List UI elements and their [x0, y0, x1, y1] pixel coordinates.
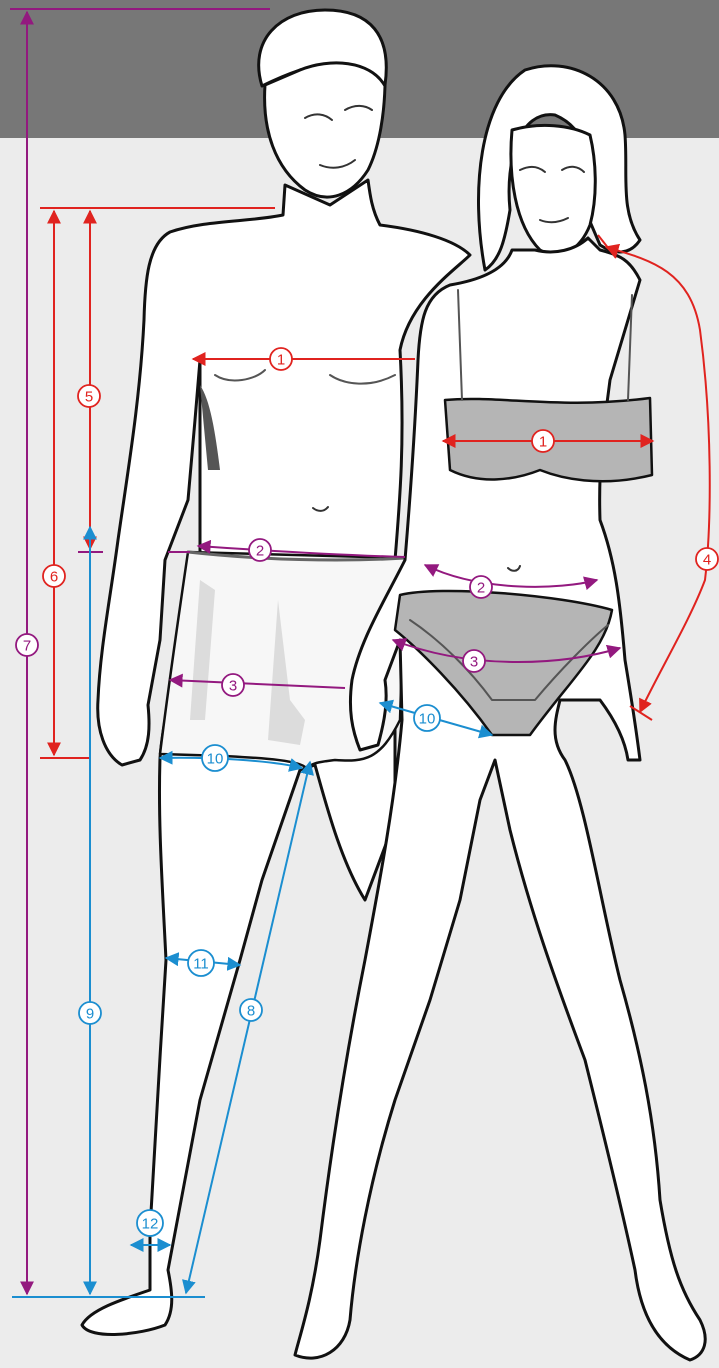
measurement-badge-man-10: 10: [202, 745, 228, 771]
badge-number: 11: [193, 956, 209, 973]
badge-number: 1: [277, 352, 285, 369]
badge-number: 2: [477, 580, 485, 597]
badge-number: 3: [229, 678, 237, 695]
measurement-badge-woman-4: 4: [696, 548, 718, 570]
measurement-badge-left-6: 6: [43, 565, 65, 587]
measurement-badge-man-8: 8: [240, 999, 262, 1021]
badge-number: 4: [703, 552, 711, 569]
measurement-badge-woman-1: 1: [532, 430, 554, 452]
badge-number: 10: [419, 711, 436, 728]
measurement-badge-man-11: 11: [188, 950, 214, 976]
badge-number: 10: [207, 751, 224, 768]
badge-number: 2: [256, 543, 264, 560]
measurement-badge-left-5: 5: [78, 385, 100, 407]
badge-number: 5: [85, 389, 93, 406]
badge-number: 7: [23, 638, 31, 655]
measurement-badge-woman-2: 2: [470, 576, 492, 598]
badge-number: 9: [86, 1006, 94, 1023]
measurement-badge-woman-10: 10: [414, 705, 440, 731]
measurement-badge-left-9: 9: [79, 1002, 101, 1024]
badge-number: 8: [247, 1003, 255, 1020]
measurement-badge-man-3: 3: [222, 674, 244, 696]
measurement-badge-woman-3: 3: [463, 650, 485, 672]
measurement-badge-man-2: 2: [249, 539, 271, 561]
badge-number: 3: [470, 654, 478, 671]
measurement-badge-man-1: 1: [270, 348, 292, 370]
measurement-badge-man-12: 12: [137, 1210, 163, 1236]
badge-number: 1: [539, 434, 547, 451]
measurement-badge-left-7: 7: [16, 634, 38, 656]
badge-number: 12: [142, 1216, 159, 1233]
badge-number: 6: [50, 569, 58, 586]
